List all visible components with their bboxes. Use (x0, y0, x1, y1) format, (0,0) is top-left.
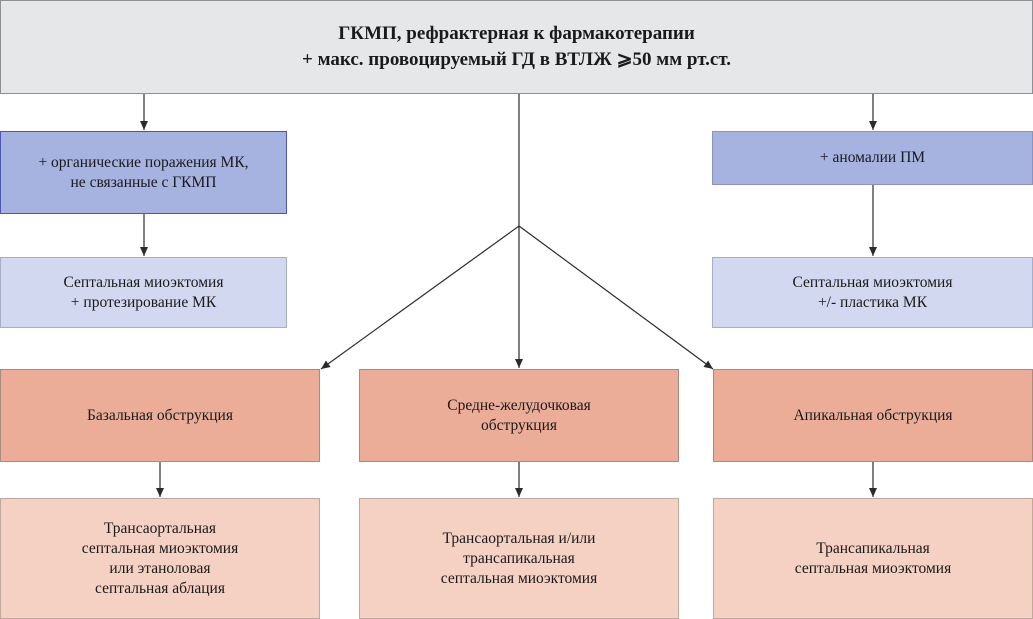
midventricular-obstruction-line-2: обструкция (480, 416, 558, 434)
right-condition-line-1: + аномалии ПМ (819, 149, 926, 166)
midventricular-treatment-line-2: трансапикальная (463, 549, 575, 567)
basal-treatment-line-3: или этаноловая (109, 559, 211, 577)
right-treatment-box: Септальная миоэктомия +/- пластика МК (712, 257, 1033, 328)
root-box-refractory-hcm: ГКМП, рефрактерная к фармакотерапии + ма… (0, 0, 1033, 94)
right-treatment-line-1: Септальная миоэктомия (792, 273, 953, 291)
basal-treatment-line-1: Трансаортальная (103, 519, 217, 537)
basal-treatment-line-4: септальная аблация (95, 579, 225, 597)
basal-obstruction-box: Базальная обструкция (0, 369, 320, 462)
apical-obstruction-label: Апикальная обструкция (793, 406, 953, 424)
apical-treatment-line-1: Трансапикальная (816, 539, 930, 557)
apical-treatment-box: Трансапикальная септальная миоэктомия (713, 498, 1033, 619)
midventricular-treatment-line-3: септальная миоэктомия (440, 569, 598, 587)
right-condition-box: + аномалии ПМ (712, 131, 1033, 185)
root-line-1: ГКМП, рефрактерная к фармакотерапии (338, 23, 695, 44)
left-condition-box: + органические поражения МК, не связанны… (0, 131, 287, 214)
left-treatment-box: Септальная миоэктомия + протезирование М… (0, 257, 287, 328)
root-line-2: + макс. провоцируемый ГД в ВТЛЖ ⩾50 мм р… (302, 49, 731, 70)
left-condition-line-2: не связанные с ГКМП (70, 173, 217, 191)
midventricular-treatment-box: Трансаортальная и/или трансапикальная се… (359, 498, 679, 619)
midventricular-obstruction-box: Средне-желудочковая обструкция (359, 369, 679, 462)
left-condition-line-1: + органические поражения МК, (38, 153, 249, 171)
apical-treatment-line-2: септальная миоэктомия (794, 559, 952, 577)
basal-treatment-box: Трансаортальная септальная миоэктомия ил… (0, 498, 320, 619)
apical-obstruction-box: Апикальная обструкция (713, 369, 1033, 462)
midventricular-treatment-line-1: Трансаортальная и/или (442, 529, 596, 547)
left-treatment-line-2: + протезирование МК (70, 293, 217, 311)
left-treatment-line-1: Септальная миоэктомия (63, 273, 224, 291)
midventricular-obstruction-line-1: Средне-желудочковая (447, 396, 591, 414)
basal-treatment-line-2: септальная миоэктомия (81, 539, 239, 557)
arrow-branch-to-apical (518, 225, 714, 370)
arrow-branch-to-basal (320, 225, 520, 370)
right-treatment-line-2: +/- пластика МК (817, 293, 928, 311)
basal-obstruction-label: Базальная обструкция (87, 406, 233, 424)
